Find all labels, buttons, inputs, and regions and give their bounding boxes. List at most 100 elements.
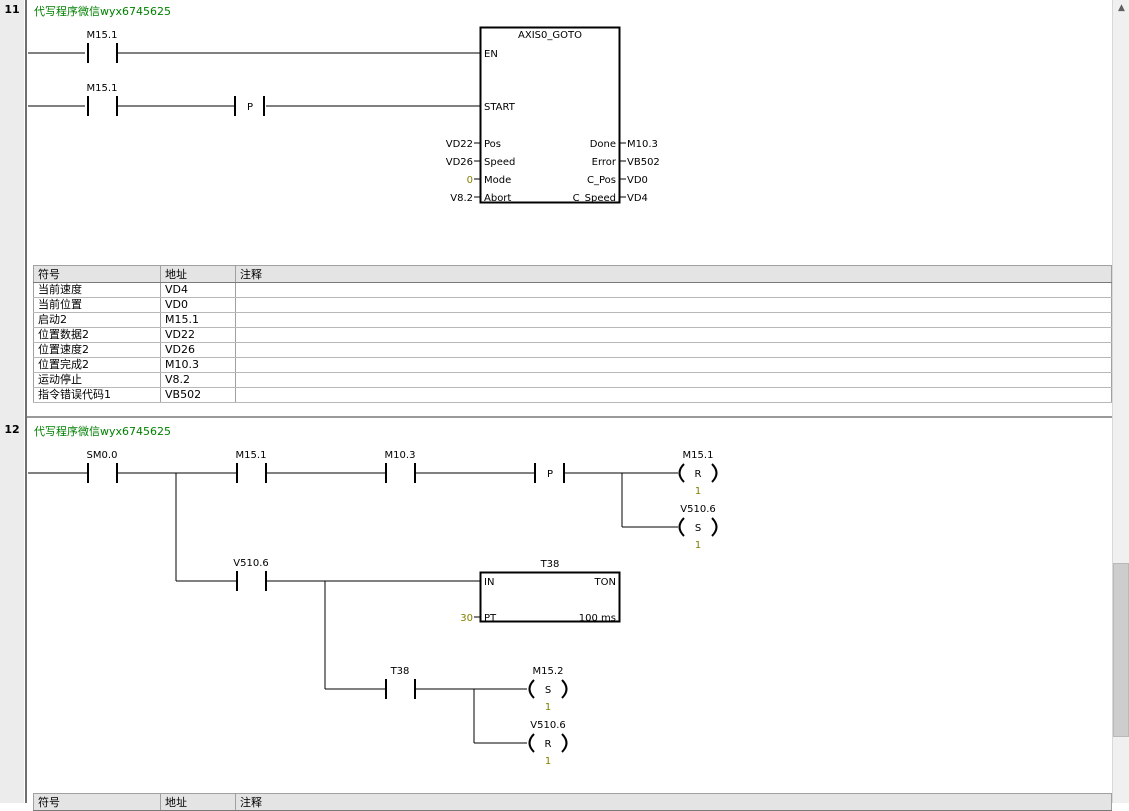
symbol-cell[interactable]: 指令错误代码1 bbox=[34, 388, 161, 403]
table-row[interactable]: 运动停止V8.2 bbox=[34, 373, 1112, 388]
header-symbol[interactable]: 符号 bbox=[34, 266, 161, 283]
coil-set-v510-6-operand: V510.6 bbox=[680, 504, 715, 515]
contact-m15-1-en-label: M15.1 bbox=[87, 30, 118, 41]
operand-c-pos[interactable]: VD0 bbox=[627, 175, 648, 186]
comment-cell[interactable] bbox=[236, 328, 1112, 343]
comment-cell[interactable] bbox=[236, 358, 1112, 373]
pin-c-pos: C_Pos bbox=[587, 175, 616, 186]
scrollbar-thumb[interactable] bbox=[1113, 563, 1129, 737]
symbol-cell[interactable]: 当前速度 bbox=[34, 283, 161, 298]
contact-t38-label: T38 bbox=[390, 666, 410, 677]
coil-reset-v510-6-type: R bbox=[545, 739, 552, 750]
address-cell[interactable]: VD26 bbox=[161, 343, 236, 358]
coil-set-v510-6[interactable]: V510.6S1 bbox=[680, 504, 717, 551]
symbol-cell[interactable]: 启动2 bbox=[34, 313, 161, 328]
contact-m15-1-en[interactable]: M15.1 bbox=[87, 30, 118, 63]
contact-m15-1[interactable]: M15.1 bbox=[236, 450, 267, 483]
operand-speed[interactable]: VD26 bbox=[446, 157, 473, 168]
symbol-table-network-12: 符号 地址 注释 bbox=[33, 793, 1112, 811]
contact-m15-1-start-label: M15.1 bbox=[87, 83, 118, 94]
coil-reset-m15-1-count: 1 bbox=[695, 486, 701, 497]
scroll-up-arrow-icon[interactable]: ▲ bbox=[1113, 0, 1129, 17]
timer-name[interactable]: T38 bbox=[540, 559, 560, 570]
coil-set-m15-2-count: 1 bbox=[545, 702, 551, 713]
contact-sm0-0[interactable]: SM0.0 bbox=[87, 450, 118, 483]
comment-cell[interactable] bbox=[236, 373, 1112, 388]
contact-m15-1-label: M15.1 bbox=[236, 450, 267, 461]
address-cell[interactable]: M10.3 bbox=[161, 358, 236, 373]
address-cell[interactable]: VD22 bbox=[161, 328, 236, 343]
coil-set-m15-2-type: S bbox=[545, 685, 551, 696]
symbol-cell[interactable]: 位置速度2 bbox=[34, 343, 161, 358]
pin-mode: Mode bbox=[484, 175, 511, 186]
pin-pos: Pos bbox=[484, 139, 501, 150]
operand-done[interactable]: M10.3 bbox=[627, 139, 658, 150]
header-comment[interactable]: 注释 bbox=[236, 794, 1112, 811]
timer-pt-value[interactable]: 30 bbox=[460, 613, 473, 624]
pin-en: EN bbox=[484, 49, 498, 60]
address-cell[interactable]: M15.1 bbox=[161, 313, 236, 328]
contact-v510-6-label: V510.6 bbox=[233, 558, 268, 569]
pin-start: START bbox=[484, 102, 516, 113]
comment-cell[interactable] bbox=[236, 388, 1112, 403]
table-row[interactable]: 当前位置VD0 bbox=[34, 298, 1112, 313]
table-row[interactable]: 位置速度2VD26 bbox=[34, 343, 1112, 358]
table-row[interactable]: 位置完成2M10.3 bbox=[34, 358, 1112, 373]
pin-error: Error bbox=[592, 157, 617, 168]
symbol-cell[interactable]: 运动停止 bbox=[34, 373, 161, 388]
contact-m10-3-label: M10.3 bbox=[385, 450, 416, 461]
header-address[interactable]: 地址 bbox=[161, 266, 236, 283]
comment-cell[interactable] bbox=[236, 298, 1112, 313]
symbol-cell[interactable]: 位置数据2 bbox=[34, 328, 161, 343]
timer-type: TON bbox=[594, 577, 616, 588]
symbol-cell[interactable]: 位置完成2 bbox=[34, 358, 161, 373]
pin-c-speed: C_Speed bbox=[573, 193, 616, 204]
comment-cell[interactable] bbox=[236, 343, 1112, 358]
edge-p-contact-12-label: P bbox=[547, 469, 553, 480]
coil-reset-v510-6[interactable]: V510.6R1 bbox=[530, 720, 567, 767]
contact-t38[interactable]: T38 bbox=[386, 666, 415, 699]
header-symbol[interactable]: 符号 bbox=[34, 794, 161, 811]
operand-c-speed[interactable]: VD4 bbox=[627, 193, 648, 204]
table-row[interactable]: 启动2M15.1 bbox=[34, 313, 1112, 328]
comment-cell[interactable] bbox=[236, 313, 1112, 328]
symbol-table-network-11: 符号 地址 注释 当前速度VD4当前位置VD0启动2M15.1位置数据2VD22… bbox=[33, 265, 1112, 403]
coil-reset-v510-6-count: 1 bbox=[545, 756, 551, 767]
coil-reset-m15-1-operand: M15.1 bbox=[683, 450, 714, 461]
coil-reset-m15-1-type: R bbox=[695, 469, 702, 480]
address-cell[interactable]: VB502 bbox=[161, 388, 236, 403]
contact-v510-6[interactable]: V510.6 bbox=[233, 558, 268, 591]
coil-set-v510-6-type: S bbox=[695, 523, 701, 534]
address-cell[interactable]: VD0 bbox=[161, 298, 236, 313]
timer-pin-pt: PT bbox=[484, 613, 497, 624]
symbol-cell[interactable]: 当前位置 bbox=[34, 298, 161, 313]
pin-done: Done bbox=[590, 139, 616, 150]
operand-error[interactable]: VB502 bbox=[627, 157, 660, 168]
timer-resolution: 100 ms bbox=[579, 613, 616, 624]
edge-p-contact-11-label: P bbox=[247, 102, 253, 113]
timer-pin-in: IN bbox=[484, 577, 494, 588]
operand-pos[interactable]: VD22 bbox=[446, 139, 473, 150]
edge-p-contact-12[interactable]: P bbox=[535, 463, 564, 483]
symbol-table-header: 符号 地址 注释 bbox=[34, 794, 1112, 811]
address-cell[interactable]: VD4 bbox=[161, 283, 236, 298]
coil-set-m15-2-operand: M15.2 bbox=[533, 666, 564, 677]
axis-box-title: AXIS0_GOTO bbox=[518, 30, 582, 41]
address-cell[interactable]: V8.2 bbox=[161, 373, 236, 388]
header-comment[interactable]: 注释 bbox=[236, 266, 1112, 283]
pin-speed: Speed bbox=[484, 157, 515, 168]
header-address[interactable]: 地址 bbox=[161, 794, 236, 811]
table-row[interactable]: 当前速度VD4 bbox=[34, 283, 1112, 298]
operand-mode[interactable]: 0 bbox=[467, 175, 473, 186]
contact-m15-1-start[interactable]: M15.1 bbox=[87, 83, 118, 116]
operand-abort[interactable]: V8.2 bbox=[450, 193, 473, 204]
table-row[interactable]: 指令错误代码1VB502 bbox=[34, 388, 1112, 403]
table-row[interactable]: 位置数据2VD22 bbox=[34, 328, 1112, 343]
edge-p-contact-11[interactable]: P bbox=[235, 96, 264, 116]
comment-cell[interactable] bbox=[236, 283, 1112, 298]
contact-sm0-0-label: SM0.0 bbox=[87, 450, 118, 461]
symbol-table-header: 符号 地址 注释 bbox=[34, 266, 1112, 283]
contact-m10-3[interactable]: M10.3 bbox=[385, 450, 416, 483]
coil-reset-m15-1[interactable]: M15.1R 1 bbox=[680, 450, 717, 497]
coil-set-m15-2[interactable]: M15.2S 1 bbox=[530, 666, 567, 713]
